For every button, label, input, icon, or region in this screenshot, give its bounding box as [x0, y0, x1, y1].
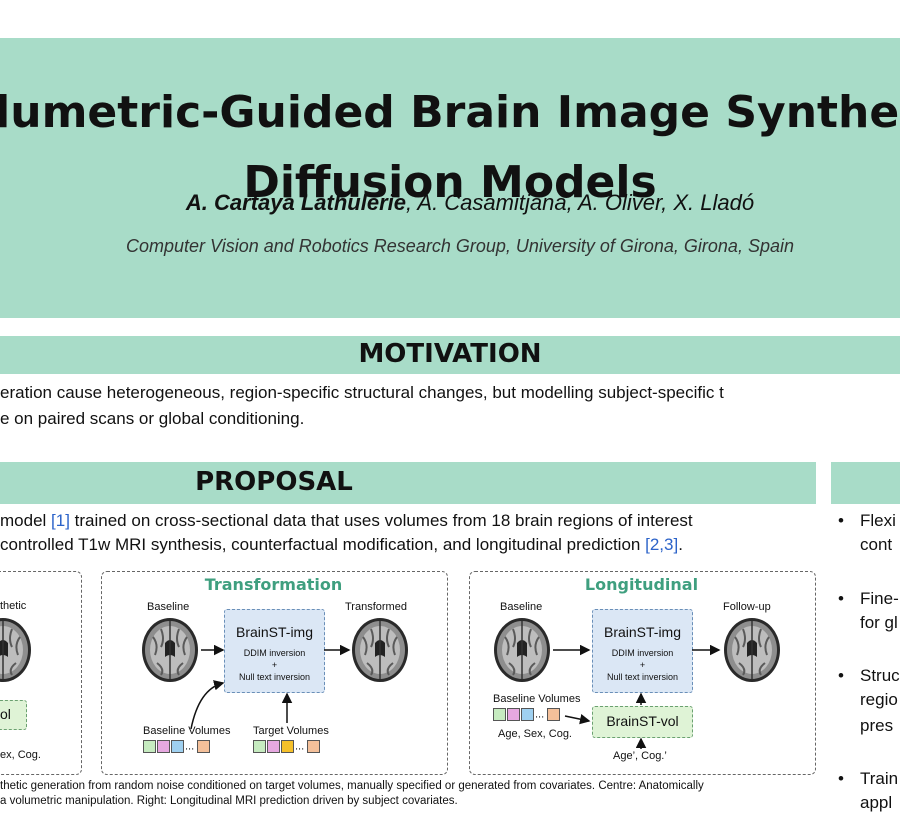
- baseline-volumes-label: Baseline Volumes: [143, 725, 231, 737]
- citation-1[interactable]: [1]: [51, 511, 70, 530]
- poster-title-line1: Volumetric-Guided Brain Image Synthesis: [0, 87, 900, 138]
- left-covariates-label: ex, Cog.: [0, 749, 41, 761]
- transformation-brainst-img-box: BrainST-img DDIM inversion + Null text i…: [224, 609, 325, 693]
- citation-2-3[interactable]: [2,3]: [645, 535, 679, 554]
- longitudinal-arrows: [553, 644, 721, 749]
- authors: A. Cartaya Lathulerie, A. Casamitjana, A…: [20, 190, 900, 216]
- proposal-line2: controlled T1w MRI synthesis, counterfac…: [0, 535, 683, 554]
- poster-title-line2: Diffusion Models: [243, 157, 657, 208]
- transformation-baseline-label: Baseline: [147, 601, 190, 613]
- longitudinal-baseline-volumes-label: Baseline Volumes: [493, 693, 581, 705]
- brainst-vol-box: BrainST-vol: [592, 706, 693, 738]
- baseline-volumes-swatches: ...: [143, 740, 211, 753]
- motivation-bar: MOTIVATION: [0, 336, 900, 374]
- target-volumes-swatches: ...: [253, 740, 321, 753]
- left-vol-box: vol: [0, 700, 27, 730]
- right-bullet-4: •Train appl: [838, 769, 899, 812]
- longitudinal-baseline-label: Baseline: [500, 601, 543, 613]
- poster-header: Volumetric-Guided Brain Image Synthesis …: [0, 38, 900, 318]
- transformation-title: Transformation: [204, 575, 343, 594]
- affiliation: Computer Vision and Robotics Research Gr…: [126, 236, 794, 256]
- transformed-label: Transformed: [345, 601, 407, 613]
- figure-caption-line2: a volumetric manipulation. Right: Longit…: [0, 795, 458, 807]
- longitudinal-covariates: Age, Sex, Cog.: [498, 728, 572, 740]
- right-bullet-3: •Struc regio pres: [838, 666, 900, 735]
- motivation-line2: e on paired scans or global conditioning…: [0, 409, 305, 428]
- proposal-line1: model [1] trained on cross-sectional dat…: [0, 511, 693, 530]
- motivation-title: MOTIVATION: [358, 339, 542, 369]
- synthetic-label: thetic: [0, 600, 27, 612]
- right-column-bar: [831, 462, 900, 504]
- right-bullet-2: •Fine- for gl: [838, 589, 899, 632]
- motivation-line1: eration cause heterogeneous, region-spec…: [0, 383, 724, 402]
- figure-caption-line1: thetic generation from random noise cond…: [0, 780, 704, 792]
- transformation-arrows: [190, 644, 351, 730]
- longitudinal-title: Longitudinal: [584, 575, 699, 594]
- first-author: A. Cartaya Lathulerie: [185, 190, 406, 215]
- co-authors: , A. Casamitjana, A. Oliver, X. Lladó: [405, 190, 755, 215]
- proposal-title: PROPOSAL: [195, 467, 353, 497]
- longitudinal-volumes-swatches: ...: [493, 708, 561, 721]
- target-volumes-label: Target Volumes: [253, 725, 329, 737]
- synthetic-brain-image: [0, 617, 32, 683]
- proposal-bar: PROPOSAL: [0, 462, 816, 504]
- new-covariates: Age’, Cog.’: [613, 750, 667, 762]
- followup-label: Follow-up: [723, 601, 771, 613]
- right-bullet-1: •Flexi cont: [838, 511, 896, 554]
